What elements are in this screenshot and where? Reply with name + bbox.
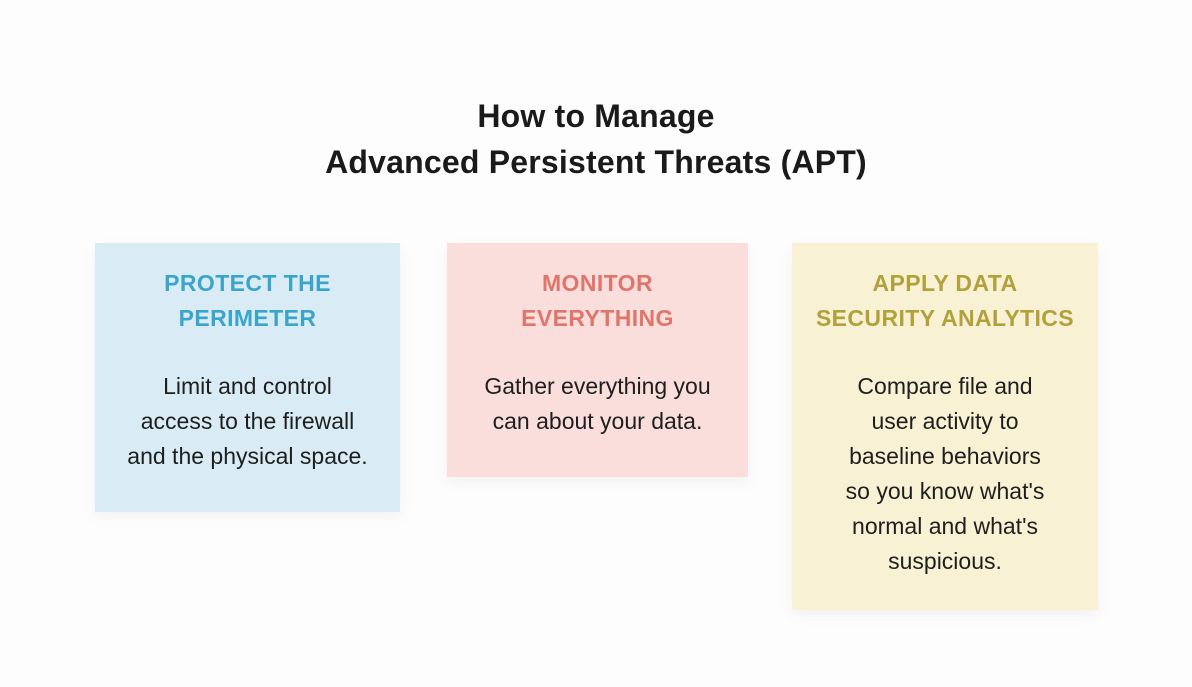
page-title: How to Manage Advanced Persistent Threat…	[325, 98, 867, 181]
card-body-monitor-everything: Gather everything you can about your dat…	[484, 373, 711, 434]
card-protect-the-perimeter: PROTECT THE PERIMETER Limit and control …	[95, 243, 400, 512]
card-heading-protect-the-perimeter: PROTECT THE PERIMETER	[164, 270, 331, 331]
card-apply-data-security-analytics: APPLY DATA SECURITY ANALYTICS Compare fi…	[792, 243, 1098, 610]
card-heading-monitor-everything: MONITOR EVERYTHING	[521, 270, 674, 331]
card-body-protect-the-perimeter: Limit and control access to the firewall…	[127, 373, 368, 469]
card-heading-apply-data-security-analytics: APPLY DATA SECURITY ANALYTICS	[815, 270, 1075, 331]
card-body-apply-data-security-analytics: Compare file and user activity to baseli…	[845, 373, 1045, 574]
card-monitor-everything: MONITOR EVERYTHING Gather everything you…	[447, 243, 748, 477]
